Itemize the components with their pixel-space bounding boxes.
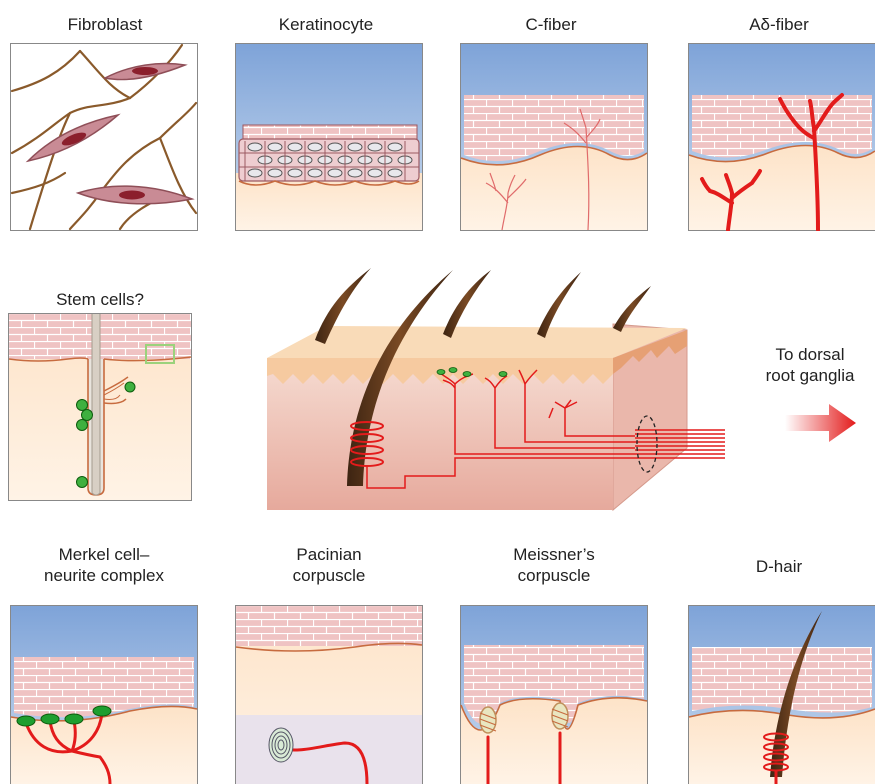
stem-cells-label: Stem cells? xyxy=(8,289,192,310)
pacinian-label-line2: corpuscle xyxy=(235,565,423,586)
pacinian-corpuscle xyxy=(269,728,293,762)
d-hair-label: D-hair xyxy=(688,556,870,577)
stem-cell xyxy=(125,382,135,392)
c-fiber-panel xyxy=(460,43,648,231)
meissner-label-line2: corpuscle xyxy=(460,565,648,586)
a-delta-fiber-label: Aδ-fiber xyxy=(688,14,870,35)
dorsal-label-line2: root ganglia xyxy=(748,365,872,386)
meissner-label: Meissner’s corpuscle xyxy=(460,544,648,586)
arrow-right-icon xyxy=(785,402,857,444)
fibroblast-label: Fibroblast xyxy=(14,14,196,35)
merkel-panel xyxy=(10,605,198,784)
keratinocyte-panel xyxy=(235,43,423,231)
stem-cells-panel xyxy=(8,313,192,501)
pacinian-panel xyxy=(235,605,423,784)
a-delta-fiber-panel xyxy=(688,43,875,231)
merkel-label-line1: Merkel cell– xyxy=(10,544,198,565)
pacinian-label-line1: Pacinian xyxy=(235,544,423,565)
meissner-panel xyxy=(460,605,648,784)
keratinocyte-label: Keratinocyte xyxy=(235,14,417,35)
fibroblast-panel xyxy=(10,43,198,231)
merkel-label: Merkel cell– neurite complex xyxy=(10,544,198,586)
dorsal-root-ganglia-label: To dorsal root ganglia xyxy=(748,344,872,386)
skin-block-diagram xyxy=(255,258,725,518)
merkel-label-line2: neurite complex xyxy=(10,565,198,586)
pacinian-label: Pacinian corpuscle xyxy=(235,544,423,586)
d-hair-panel xyxy=(688,605,875,784)
dorsal-label-line1: To dorsal xyxy=(748,344,872,365)
meissner-label-line1: Meissner’s xyxy=(460,544,648,565)
c-fiber-label: C-fiber xyxy=(460,14,642,35)
